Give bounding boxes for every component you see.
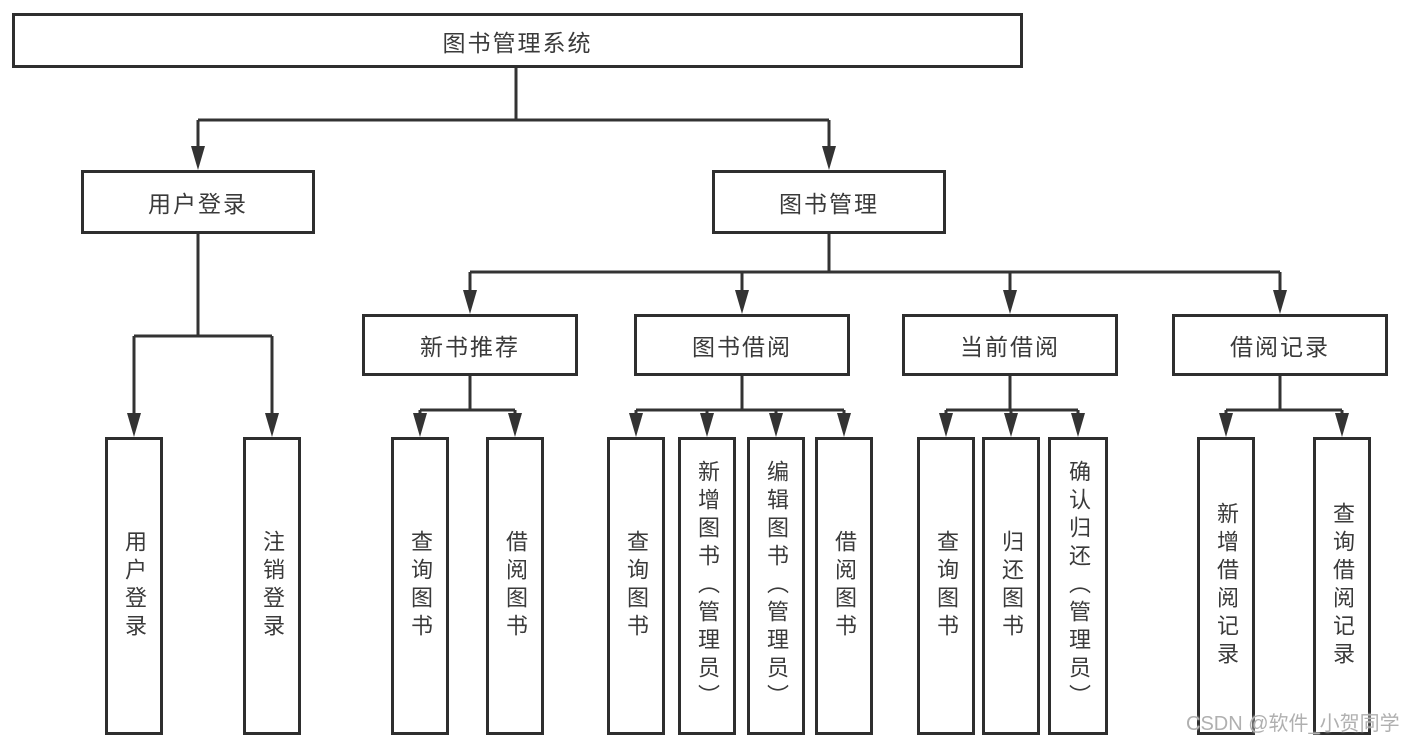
leaf-label: 新增借阅记录 (1214, 502, 1239, 670)
leaf-label: 查询图书 (624, 530, 649, 642)
leaf-label: 查询图书 (934, 530, 959, 642)
node-label: 借阅记录 (1230, 334, 1330, 360)
node-label: 图书管理系统 (442, 29, 593, 56)
leaf-borrow-books-borrowing: 借阅图书 (815, 437, 873, 735)
leaf-query-books-recommend: 查询图书 (391, 437, 449, 735)
leaf-borrow-books-recommend: 借阅图书 (486, 437, 544, 735)
node-book-borrowing: 图书借阅 (634, 314, 850, 376)
node-label: 新书推荐 (420, 334, 520, 360)
leaf-label: 用户登录 (122, 530, 147, 642)
leaf-query-borrow-record: 查询借阅记录 (1313, 437, 1371, 735)
node-new-book-recommend: 新书推荐 (362, 314, 578, 376)
node-label: 用户登录 (148, 191, 248, 217)
leaf-label: 编辑图书（管理员） (764, 460, 789, 712)
leaf-user-login: 用户登录 (105, 437, 163, 735)
leaf-label: 借阅图书 (503, 530, 528, 642)
leaf-label: 新增图书（管理员） (695, 460, 720, 712)
leaf-label: 查询借阅记录 (1330, 502, 1355, 670)
node-current-borrowing: 当前借阅 (902, 314, 1118, 376)
leaf-logout: 注销登录 (243, 437, 301, 735)
leaf-add-book-admin: 新增图书（管理员） (678, 437, 736, 735)
leaf-query-books-borrowing: 查询图书 (607, 437, 665, 735)
leaf-return-books: 归还图书 (982, 437, 1040, 735)
csdn-watermark: CSDN @软件_小贺同学 (1186, 713, 1400, 735)
leaf-confirm-return-admin: 确认归还（管理员） (1048, 437, 1108, 735)
node-user-login: 用户登录 (81, 170, 315, 234)
node-library-system: 图书管理系统 (12, 13, 1023, 68)
leaf-label: 借阅图书 (832, 530, 857, 642)
leaf-label: 归还图书 (999, 530, 1024, 642)
node-borrowing-records: 借阅记录 (1172, 314, 1388, 376)
leaf-label: 查询图书 (408, 530, 433, 642)
arrowheads (127, 146, 1349, 437)
node-label: 当前借阅 (960, 334, 1060, 360)
leaf-label: 确认归还（管理员） (1066, 460, 1091, 712)
leaf-label: 注销登录 (260, 530, 285, 642)
node-book-management: 图书管理 (712, 170, 946, 234)
node-label: 图书管理 (779, 191, 879, 217)
leaf-query-books-current: 查询图书 (917, 437, 975, 735)
node-label: 图书借阅 (692, 334, 792, 360)
leaf-edit-book-admin: 编辑图书（管理员） (747, 437, 805, 735)
leaf-add-borrow-record: 新增借阅记录 (1197, 437, 1255, 735)
